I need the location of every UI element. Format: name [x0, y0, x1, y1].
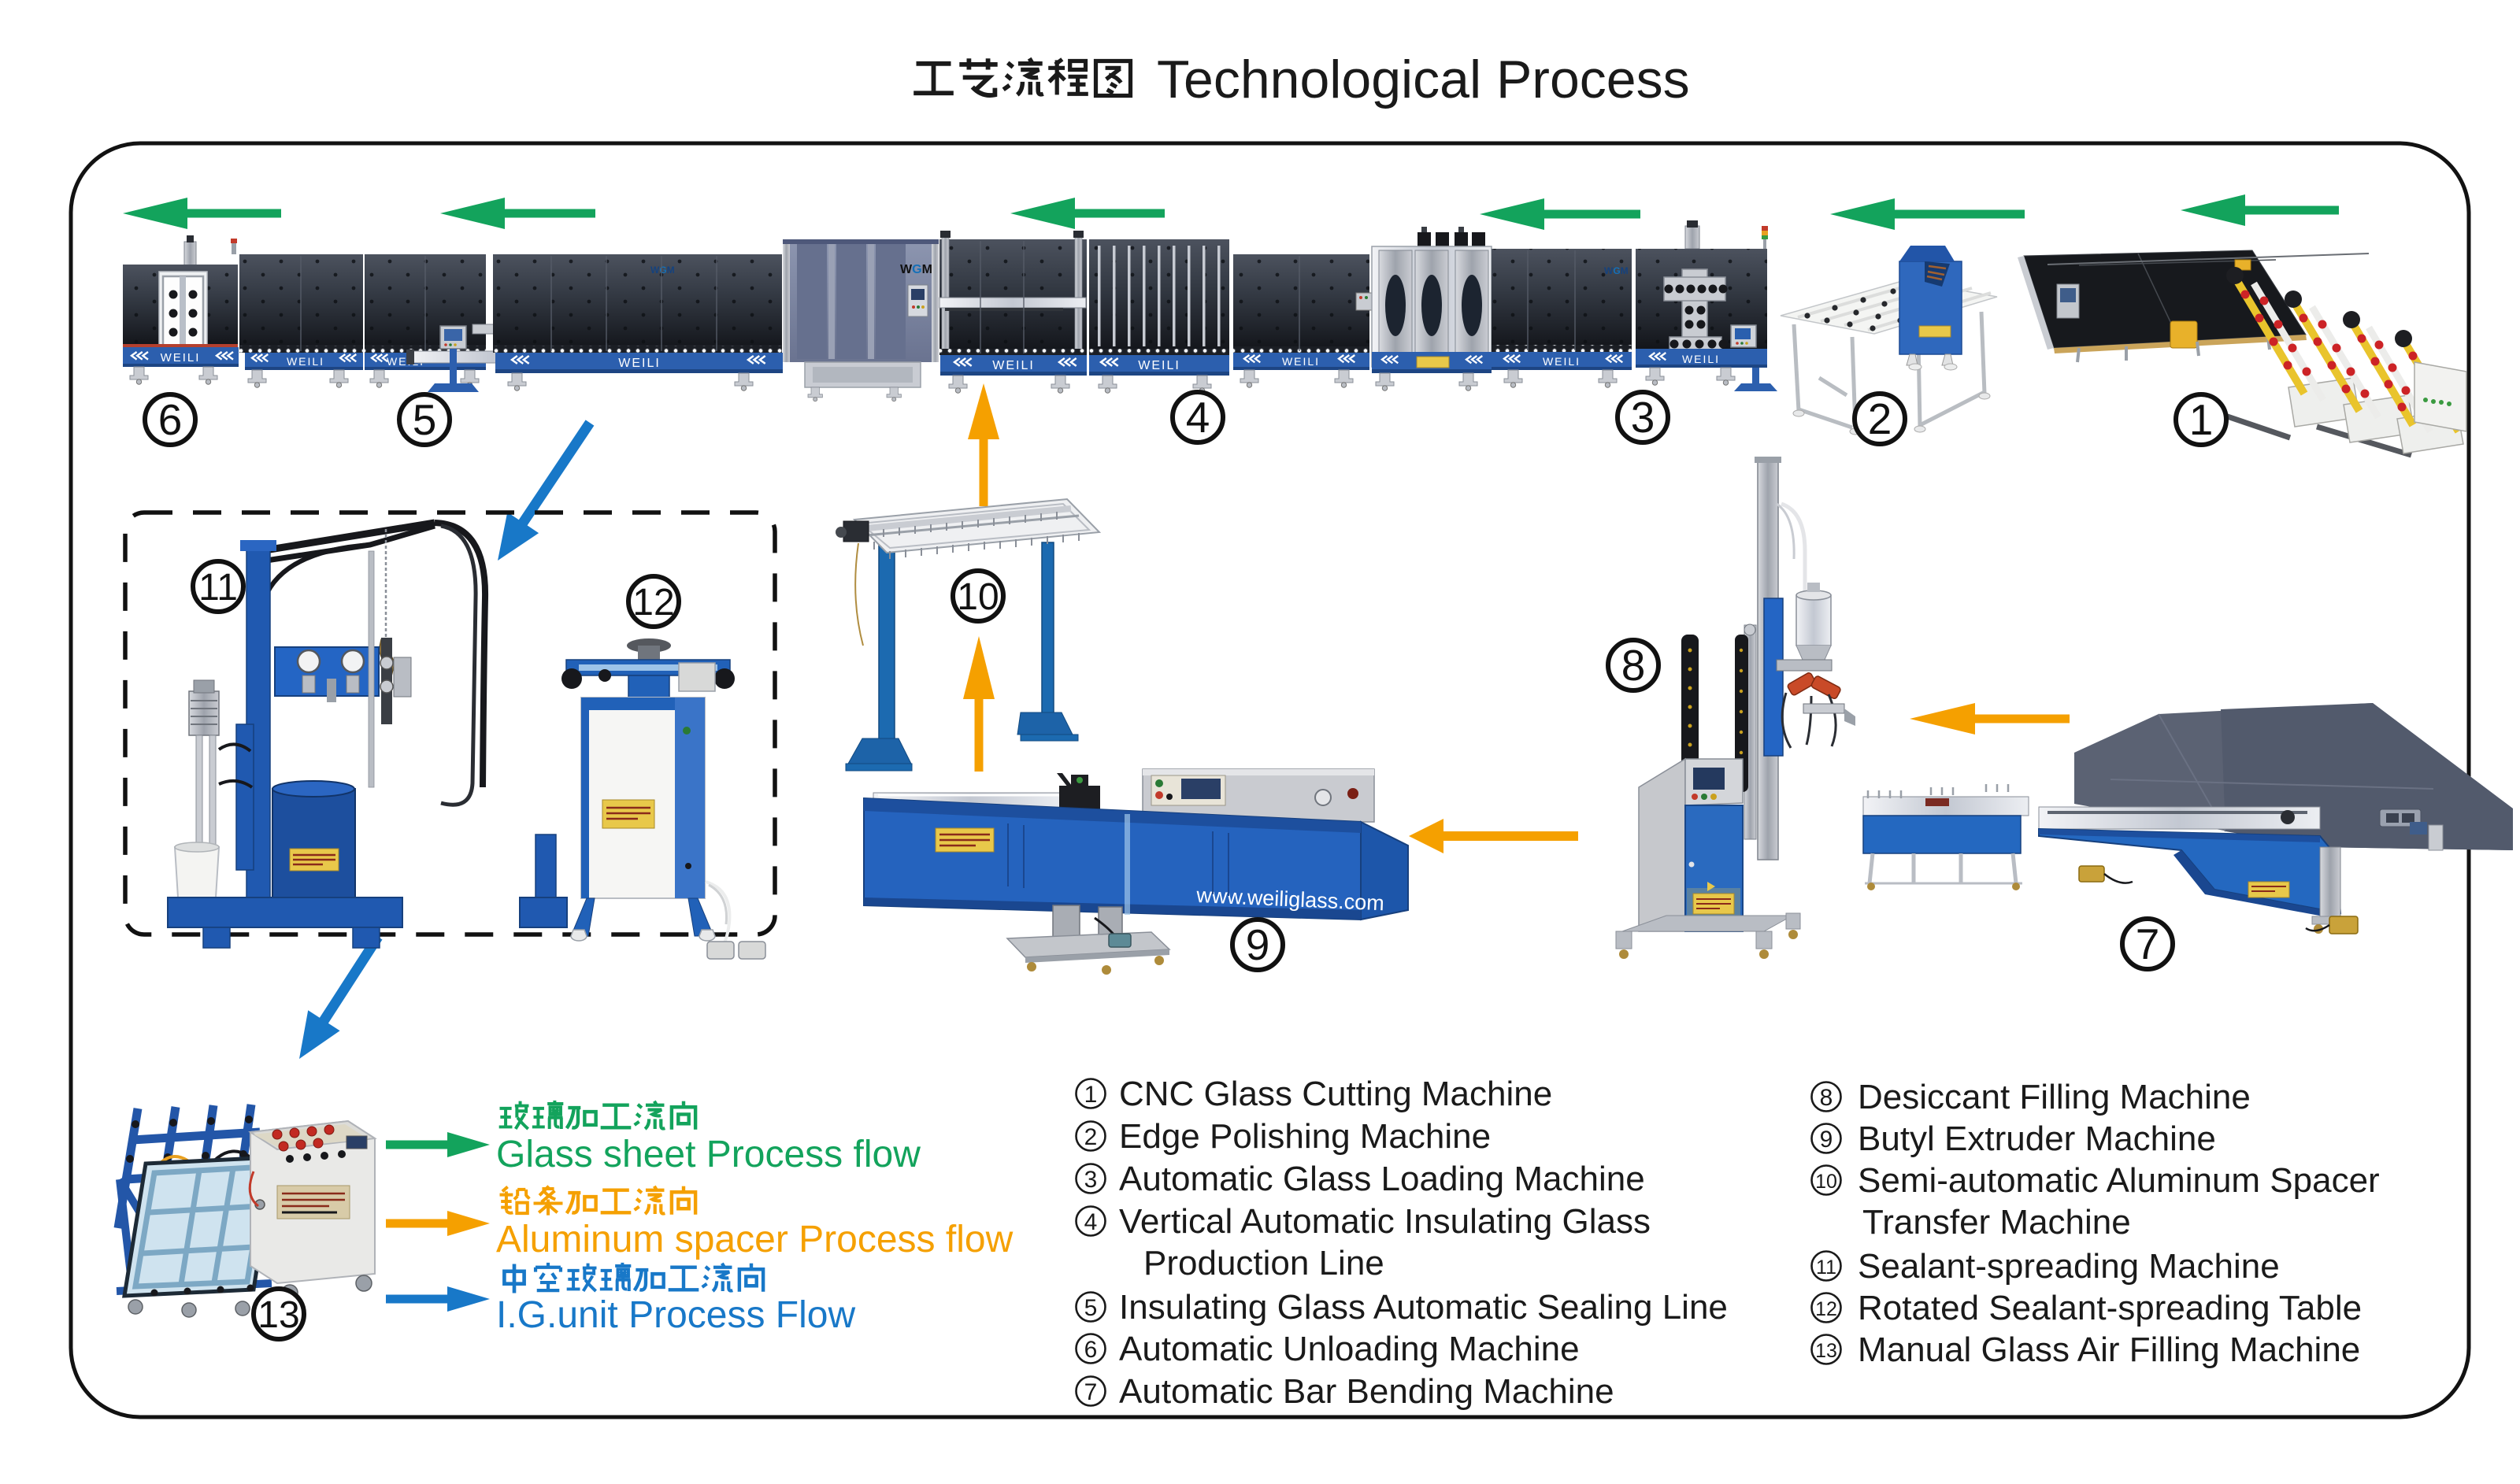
svg-text:6: 6	[158, 395, 183, 444]
svg-text:WEILI: WEILI	[992, 359, 1035, 372]
svg-text:3: 3	[1084, 1167, 1098, 1193]
svg-text:8: 8	[1621, 641, 1646, 690]
svg-text:1: 1	[2189, 395, 2214, 444]
svg-text:Glass sheet Process flow: Glass sheet Process flow	[496, 1134, 921, 1175]
svg-text:8: 8	[1820, 1085, 1833, 1111]
svg-text:WEILI: WEILI	[1682, 353, 1720, 365]
svg-text:Butyl Extruder Machine: Butyl Extruder Machine	[1858, 1119, 2216, 1158]
svg-text:WEILI: WEILI	[1138, 359, 1180, 372]
svg-text:1: 1	[1084, 1082, 1098, 1108]
svg-text:Transfer Machine: Transfer Machine	[1862, 1203, 2131, 1242]
svg-text:WEILI: WEILI	[1543, 355, 1581, 368]
svg-text:Edge Polishing Machine: Edge Polishing Machine	[1119, 1117, 1491, 1156]
svg-text:12: 12	[1815, 1298, 1837, 1320]
svg-text:Insulating Glass Automatic Sea: Insulating Glass Automatic Sealing Line	[1119, 1288, 1728, 1327]
svg-text:Vertical Automatic Insulating: Vertical Automatic Insulating Glass	[1119, 1202, 1651, 1241]
svg-text:Technological Process: Technological Process	[1157, 50, 1690, 109]
svg-text:Automatic Glass Loading Machin: Automatic Glass Loading Machine	[1119, 1160, 1645, 1198]
svg-text:9: 9	[1820, 1127, 1833, 1153]
svg-text:7: 7	[1084, 1379, 1098, 1405]
svg-text:11: 11	[198, 567, 238, 609]
svg-text:4: 4	[1084, 1209, 1098, 1235]
svg-text:10: 10	[1815, 1171, 1837, 1193]
svg-text:5: 5	[1084, 1295, 1098, 1321]
svg-text:WEILI: WEILI	[618, 357, 661, 370]
svg-text:Sealant-spreading Machine: Sealant-spreading Machine	[1858, 1247, 2280, 1286]
svg-text:3: 3	[1631, 393, 1655, 442]
svg-text:Semi-automatic Aluminum Spacer: Semi-automatic Aluminum Spacer	[1858, 1161, 2380, 1200]
svg-text:6: 6	[1084, 1337, 1098, 1363]
svg-text:4: 4	[1186, 393, 1210, 442]
svg-text:WGM: WGM	[1604, 265, 1629, 276]
svg-text:Desiccant Filling Machine: Desiccant Filling Machine	[1858, 1078, 2251, 1116]
svg-text:CNC Glass Cutting Machine: CNC Glass Cutting Machine	[1119, 1075, 1552, 1113]
svg-text:11: 11	[1816, 1256, 1836, 1279]
svg-text:2: 2	[1868, 394, 1892, 443]
svg-text:WGM: WGM	[900, 263, 932, 276]
svg-text:Automatic Unloading Machine: Automatic Unloading Machine	[1119, 1330, 1580, 1368]
svg-text:Manual Glass Air Filling Machi: Manual Glass Air Filling Machine	[1858, 1330, 2360, 1369]
svg-text:12: 12	[632, 582, 674, 624]
svg-text:Rotated Sealant-spreading Tabl: Rotated Sealant-spreading Table	[1858, 1289, 2362, 1327]
svg-text:10: 10	[957, 576, 999, 618]
svg-text:I.G.unit Process Flow: I.G.unit Process Flow	[496, 1294, 855, 1336]
svg-text:13: 13	[258, 1294, 299, 1336]
svg-text:2: 2	[1084, 1124, 1098, 1150]
svg-text:WEILI: WEILI	[1282, 355, 1320, 368]
svg-text:WGM: WGM	[650, 265, 675, 276]
svg-text:WEILI: WEILI	[161, 351, 201, 365]
svg-text:Automatic Bar Bending Machine: Automatic Bar Bending Machine	[1119, 1372, 1614, 1411]
svg-text:9: 9	[1246, 920, 1270, 969]
svg-text:5: 5	[413, 395, 437, 444]
svg-text:Aluminum spacer Process flow: Aluminum spacer Process flow	[496, 1219, 1014, 1260]
svg-text:13: 13	[1815, 1340, 1837, 1362]
svg-text:7: 7	[2136, 920, 2160, 968]
svg-text:Production Line: Production Line	[1143, 1244, 1384, 1282]
svg-text:WEILI: WEILI	[287, 355, 324, 368]
